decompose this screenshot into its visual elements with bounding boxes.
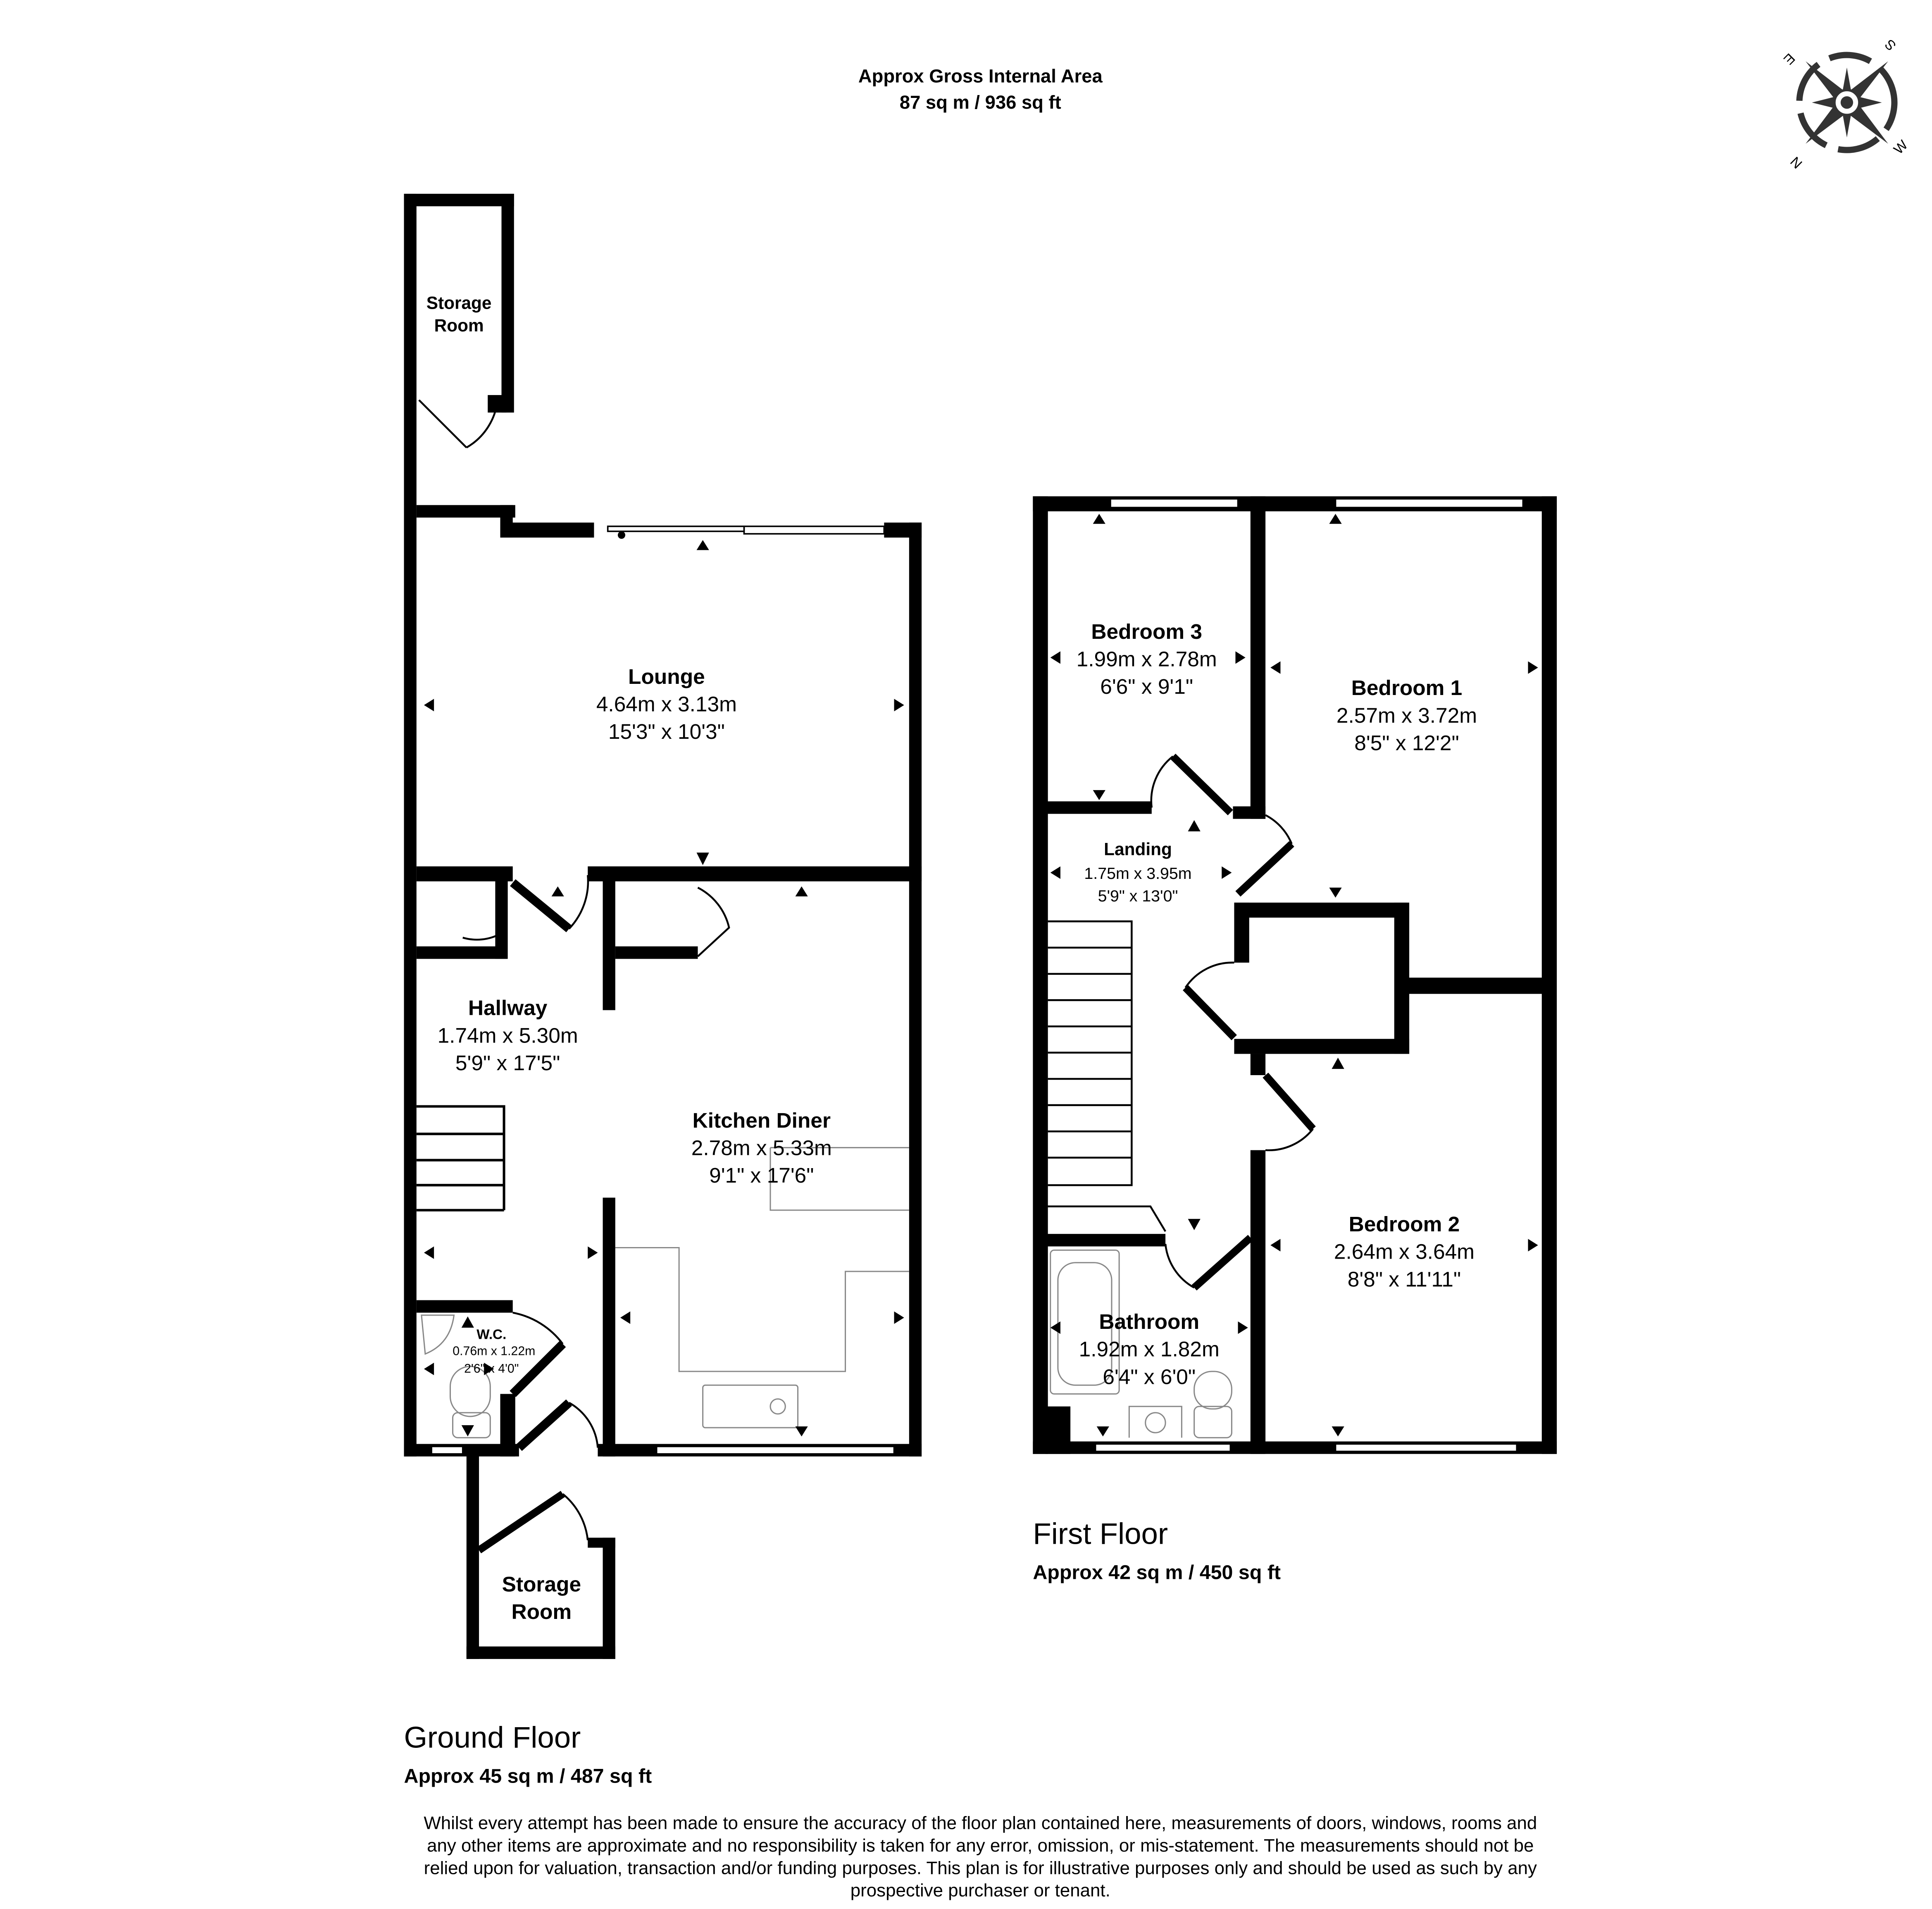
room-dimensions-metric: 1.74m x 5.30m [438,1023,578,1047]
bathroom-fittings [1050,1250,1232,1438]
room-name: Hallway [468,996,548,1020]
room-name: Bedroom 2 [1349,1212,1460,1236]
room-dimensions-metric: 1.92m x 1.82m [1079,1337,1220,1361]
room-name: Landing [1104,839,1172,859]
kitchen-units [615,1147,909,1428]
room-lounge: Lounge 4.64m x 3.13m 15'3" x 10'3" [596,664,737,743]
dimension-arrows-first [1050,514,1538,1437]
room-dimensions-metric: 2.78m x 5.33m [691,1136,832,1160]
room-name: Bedroom 1 [1351,676,1463,700]
ground-floor-walls [404,193,922,1659]
first-floor-openings [1045,498,1524,1452]
dimension-arrows [424,540,904,1437]
ground-floor-area: Approx 45 sq m / 487 sq ft [404,1765,652,1787]
room-dimensions-imperial: 5'9" x 13'0" [1098,887,1178,905]
room-dimensions-imperial: 5'9" x 17'5" [455,1051,560,1075]
gross-area-value: 87 sq m / 936 sq ft [900,92,1061,113]
disclaimer-line: Whilst every attempt has been made to en… [424,1813,1537,1833]
room-landing: Landing 1.75m x 3.95m 5'9" x 13'0" [1084,839,1191,905]
room-dimensions-imperial: 6'4" x 6'0" [1103,1364,1196,1388]
room-name: Room [511,1600,572,1623]
room-dimensions-imperial: 15'3" x 10'3" [608,719,725,743]
compass-n: N [1787,154,1805,172]
room-dimensions-metric: 2.57m x 3.72m [1336,703,1477,727]
compass-icon: N E S W [1780,36,1911,172]
room-hallway: Hallway 1.74m x 5.30m 5'9" x 17'5" [438,996,578,1075]
room-wc: W.C. 0.76m x 1.22m 2'6" x 4'0" [453,1327,535,1376]
room-name: Kitchen Diner [693,1108,831,1132]
room-dimensions-imperial: 2'6" x 4'0" [464,1362,519,1376]
room-storage-bottom: Storage Room [502,1572,581,1624]
room-name: W.C. [476,1327,506,1342]
room-bedroom-2: Bedroom 2 2.64m x 3.64m 8'8" x 11'11" [1334,1212,1475,1291]
room-dimensions-metric: 4.64m x 3.13m [596,692,737,716]
room-dimensions-metric: 1.75m x 3.95m [1084,864,1191,883]
room-dimensions-imperial: 8'5" x 12'2" [1354,731,1459,755]
disclaimer-line: prospective purchaser or tenant. [850,1880,1110,1901]
room-name: Room [434,316,484,335]
room-bedroom-3: Bedroom 3 1.99m x 2.78m 6'6" x 9'1" [1077,619,1217,698]
first-floor-area: Approx 42 sq m / 450 sq ft [1033,1561,1281,1583]
disclaimer: Whilst every attempt has been made to en… [424,1813,1537,1900]
room-bathroom: Bathroom 1.92m x 1.82m 6'4" x 6'0" [1079,1309,1220,1388]
compass-e: E [1780,50,1798,67]
disclaimer-line: relied upon for valuation, transaction a… [424,1858,1537,1878]
room-kitchen-diner: Kitchen Diner 2.78m x 5.33m 9'1" x 17'6" [691,1108,832,1187]
disclaimer-line: any other items are approximate and no r… [427,1835,1534,1856]
room-name: Bathroom [1099,1309,1199,1333]
room-dimensions-metric: 0.76m x 1.22m [453,1345,535,1358]
room-dimensions-metric: 2.64m x 3.64m [1334,1240,1475,1264]
first-floor-title: First Floor [1033,1517,1168,1551]
room-dimensions-imperial: 8'8" x 11'11" [1348,1267,1461,1291]
room-name: Storage [426,293,492,312]
ground-floor-title: Ground Floor [404,1721,581,1754]
room-name: Lounge [628,664,705,688]
compass-s: S [1882,36,1899,54]
ground-floor-openings [418,397,895,1554]
wc-fittings [421,1314,491,1438]
first-stairs [1048,920,1133,1186]
room-storage-top: Storage Room [426,293,492,335]
room-name: Bedroom 3 [1091,619,1202,643]
room-dimensions-metric: 1.99m x 2.78m [1077,647,1217,671]
gross-area-title: Approx Gross Internal Area [858,66,1103,87]
compass-w: W [1891,137,1911,157]
room-dimensions-imperial: 9'1" x 17'6" [709,1163,814,1187]
room-bedroom-1: Bedroom 1 2.57m x 3.72m 8'5" x 12'2" [1336,676,1477,755]
ground-stairs [416,1105,505,1212]
room-name: Storage [502,1572,581,1596]
room-dimensions-imperial: 6'6" x 9'1" [1100,674,1193,698]
